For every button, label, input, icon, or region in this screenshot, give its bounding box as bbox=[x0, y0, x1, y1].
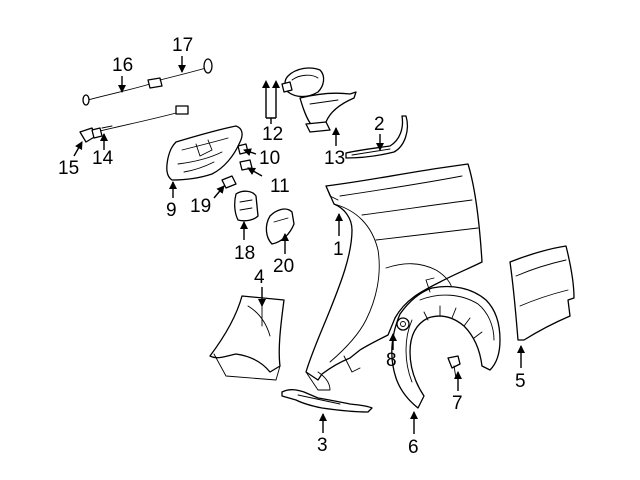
callout-label-8: 8 bbox=[386, 350, 397, 371]
callout-label-12: 12 bbox=[262, 124, 283, 145]
callout-10: 10 bbox=[243, 148, 280, 169]
fuel-door-clip bbox=[237, 143, 249, 155]
callout-label-13: 13 bbox=[324, 148, 345, 169]
callout-3: 3 bbox=[317, 413, 328, 456]
callout-12: 12 bbox=[262, 80, 283, 145]
callout-label-20: 20 bbox=[273, 256, 294, 277]
cable-connector bbox=[79, 127, 103, 143]
callout-label-6: 6 bbox=[408, 437, 419, 458]
callout-label-7: 7 bbox=[452, 393, 463, 414]
fuel-door-seal bbox=[265, 208, 295, 245]
actuator bbox=[234, 190, 259, 222]
callout-8: 8 bbox=[386, 333, 397, 371]
callout-label-4: 4 bbox=[254, 267, 265, 288]
callout-17: 17 bbox=[172, 35, 193, 73]
callout-1: 1 bbox=[333, 213, 344, 260]
release-cable bbox=[95, 105, 189, 133]
callout-5: 5 bbox=[515, 345, 526, 392]
fuel-door-housing bbox=[166, 125, 243, 181]
callout-13: 13 bbox=[324, 127, 345, 169]
clip bbox=[396, 317, 410, 331]
lower-reinforcement bbox=[281, 389, 373, 413]
callout-label-3: 3 bbox=[317, 435, 328, 456]
callout-label-14: 14 bbox=[92, 148, 114, 169]
callout-label-2: 2 bbox=[374, 114, 385, 135]
callout-label-18: 18 bbox=[234, 243, 255, 264]
callout-label-5: 5 bbox=[515, 371, 526, 392]
callout-4: 4 bbox=[254, 267, 266, 307]
quarter-panel bbox=[305, 163, 483, 391]
wheelhouse-liner bbox=[391, 277, 501, 409]
lower-trim-panel bbox=[209, 295, 285, 381]
callout-label-19: 19 bbox=[190, 196, 211, 217]
callout-label-9: 9 bbox=[166, 200, 177, 221]
callout-label-17: 17 bbox=[172, 35, 193, 56]
callout-18: 18 bbox=[234, 221, 255, 264]
callout-16: 16 bbox=[112, 55, 133, 93]
callout-label-16: 16 bbox=[112, 55, 133, 76]
callout-label-11: 11 bbox=[270, 176, 290, 197]
fuel-door-lid bbox=[281, 67, 325, 98]
callout-20: 20 bbox=[273, 233, 294, 277]
callout-6: 6 bbox=[408, 411, 419, 458]
callout-15: 15 bbox=[58, 141, 83, 179]
actuator-bracket bbox=[221, 175, 237, 189]
callout-2: 2 bbox=[374, 114, 385, 151]
callout-19: 19 bbox=[190, 185, 225, 217]
side-panel bbox=[509, 245, 575, 341]
screw bbox=[447, 355, 461, 379]
callout-label-15: 15 bbox=[58, 158, 79, 179]
callout-14: 14 bbox=[92, 133, 114, 169]
callout-9: 9 bbox=[166, 181, 177, 221]
callout-label-1: 1 bbox=[333, 239, 344, 260]
callout-11: 11 bbox=[247, 167, 290, 197]
hinge-bracket bbox=[299, 91, 357, 133]
callout-label-10: 10 bbox=[259, 148, 280, 169]
callout-7: 7 bbox=[452, 371, 463, 414]
rod-extension bbox=[159, 58, 213, 81]
